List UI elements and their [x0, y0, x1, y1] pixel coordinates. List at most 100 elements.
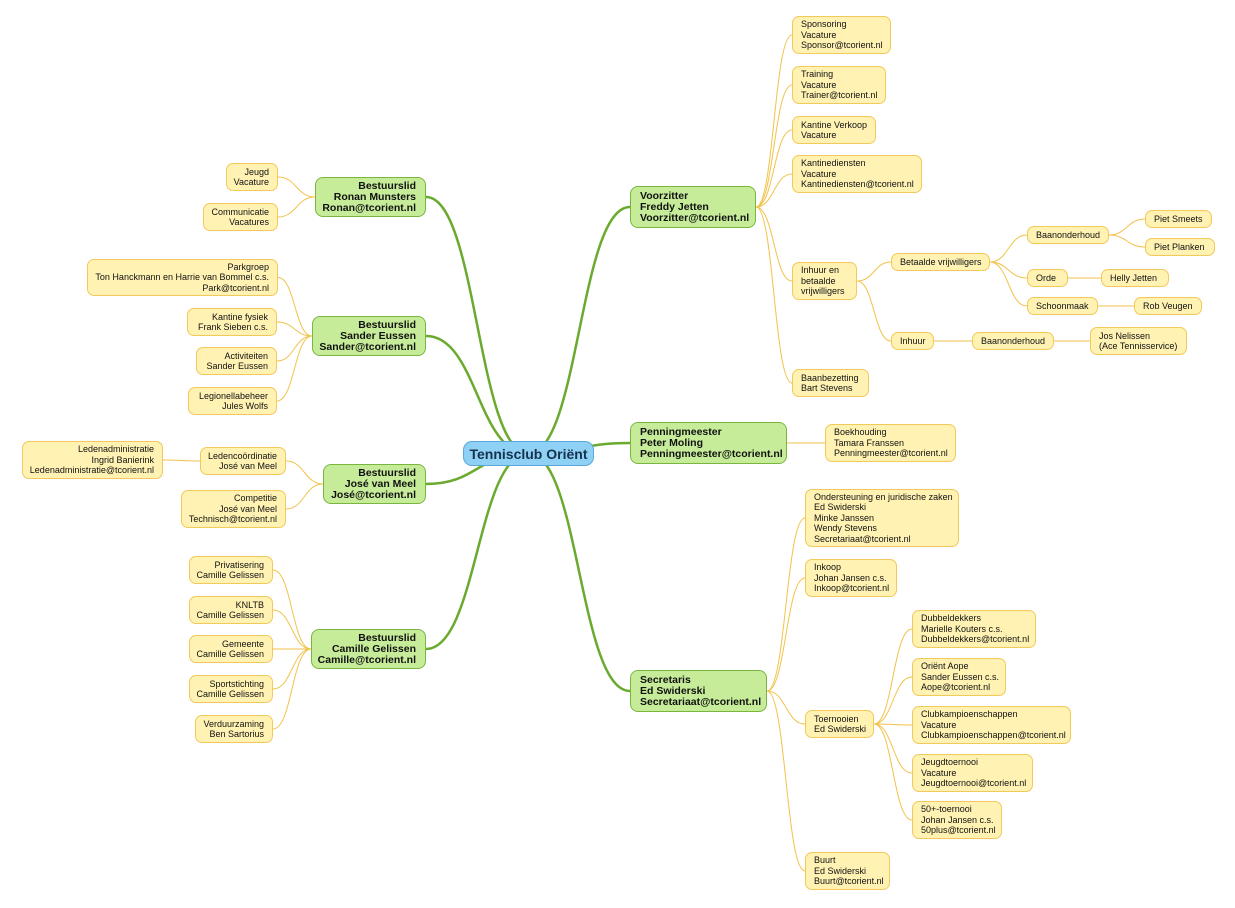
connector-b-voorzitter-sponsoring — [755, 34, 793, 208]
connector-toernooien-jeugdtoernooi — [873, 723, 913, 774]
connector-b-secretaris-ondersteuning — [766, 517, 806, 692]
connector-b-voorzitter-baanbezetting — [755, 206, 793, 384]
leaf-jos-nelissen[interactable]: Jos Nelissen(Ace Tennisservice) — [1090, 327, 1187, 355]
kantine-fysiek-line-1: Kantine fysiek — [211, 311, 268, 322]
kantinediensten-line-3: Kantinediensten@tcorient.nl — [801, 179, 914, 190]
connector-betaalde-vrijw-orde — [989, 261, 1028, 279]
plus50-line-2: Johan Jansen c.s. — [921, 814, 994, 825]
training-line-1: Training — [801, 69, 834, 80]
connector-b-voorzitter-kantine-verkoop — [755, 129, 793, 208]
connector-b-voorzitter-kantinediensten — [755, 173, 793, 208]
competitie-line-3: Technisch@tcorient.nl — [188, 514, 277, 525]
legionella-line-2: Jules Wolfs — [222, 401, 268, 411]
verduurzaming-line-2: Ben Sartorius — [209, 729, 264, 739]
knltb-line-2: Camille Gelissen — [196, 610, 264, 620]
b-sander-line-3: Sander@tcorient.nl — [319, 340, 416, 353]
connector-baanonderhoud1-piet-planken — [1108, 234, 1146, 248]
jeugd-line-2: Vacature — [233, 177, 269, 187]
activiteiten-line-2: Sander Eussen — [206, 361, 268, 371]
leaf-baanonderhoud-inhuur[interactable]: Baanonderhoud — [972, 332, 1054, 350]
kantine-verkoop-line-2: Vacature — [801, 130, 837, 140]
connector-inhuur-betaalde-betaalde-vrijw — [856, 261, 892, 282]
leaf-piet-smeets[interactable]: Piet Smeets — [1145, 210, 1212, 228]
leaf-schoonmaak[interactable]: Schoonmaak — [1027, 297, 1098, 315]
b-voorzitter-line-1: Voorzitter — [640, 189, 689, 202]
orient-aope-line-1: Oriënt Aope — [921, 661, 969, 672]
connector-inhuur-betaalde-inhuur — [856, 280, 892, 342]
clubkamp-line-3: Clubkampioenschappen@tcorient.nl — [921, 730, 1066, 741]
leaf-inhuur[interactable]: Inhuur — [891, 332, 934, 350]
leaf-piet-planken[interactable]: Piet Planken — [1145, 238, 1215, 256]
leaf-rob-veugen[interactable]: Rob Veugen — [1134, 297, 1202, 315]
ledencoord-line-1: Ledencoördinatie — [207, 450, 277, 461]
clubkamp-line-1: Clubkampioenschappen — [921, 709, 1018, 720]
connector-toernooien-clubkamp — [873, 723, 913, 726]
ledenadmin-line-2: Ingrid Banierink — [91, 454, 154, 465]
connector-center-b-voorzitter — [528, 205, 631, 455]
sponsoring-line-1: Sponsoring — [801, 19, 847, 30]
b-jose-line-2: José van Meel — [344, 477, 416, 490]
jos-nelissen-line-2: (Ace Tennisservice) — [1099, 341, 1178, 351]
communicatie-line-1: Communicatie — [211, 206, 269, 217]
connector-toernooien-orient-aope — [873, 676, 913, 725]
training-line-3: Trainer@tcorient.nl — [801, 90, 878, 101]
clubkamp-line-2: Vacature — [921, 719, 957, 730]
ondersteuning-line-1: Ondersteuning en juridische zaken — [814, 491, 953, 502]
leaf-orde[interactable]: Orde — [1027, 269, 1068, 287]
b-ronan-line-1: Bestuurslid — [358, 179, 416, 192]
jeugdtoernooi-line-2: Vacature — [921, 767, 957, 778]
inhuur-betaalde-line-1: Inhuur en — [801, 265, 840, 276]
kantinediensten-line-1: Kantinediensten — [801, 158, 866, 169]
helly-jetten-line-1: Helly Jetten — [1110, 272, 1158, 283]
connector-toernooien-dubbeldekkers — [873, 628, 913, 725]
leaf-betaalde-vrijwilligers[interactable]: Betaalde vrijwilligers — [891, 253, 990, 271]
central-topic[interactable]: Tennisclub Oriënt — [463, 441, 594, 466]
boekhouding-line-3: Penningmeester@tcorient.nl — [834, 448, 948, 459]
ledencoord-line-2: José van Meel — [218, 461, 277, 471]
leaf-helly-jetten[interactable]: Helly Jetten — [1101, 269, 1169, 287]
ondersteuning-line-5: Secretariaat@tcorient.nl — [814, 533, 911, 544]
connector-b-camille-verduurzaming — [272, 648, 312, 730]
baanonderhoud2-line-1: Baanonderhoud — [981, 335, 1046, 346]
b-secretaris-line-1: Secretaris — [640, 673, 691, 686]
leaf-baanonderhoud[interactable]: Baanonderhoud — [1027, 226, 1109, 244]
